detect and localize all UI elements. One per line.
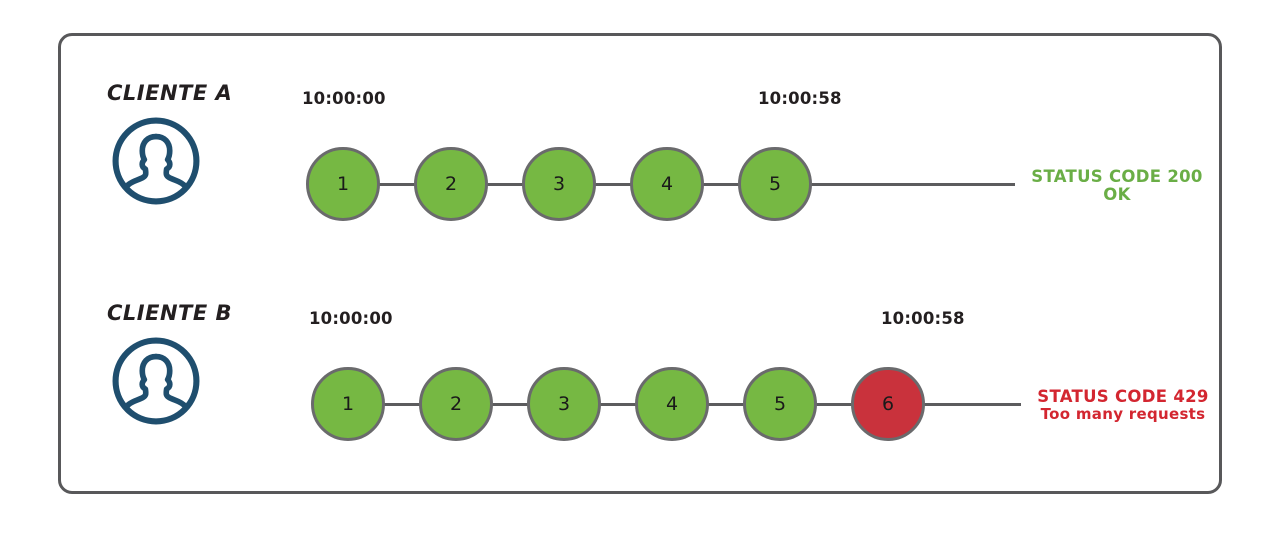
link-1-2	[380, 403, 422, 406]
client-b-end-time: 10:00:58	[881, 309, 965, 328]
request-node-rate-limited[interactable]: 6	[851, 367, 925, 441]
link-3-4	[596, 403, 638, 406]
user-avatar-icon	[109, 334, 203, 428]
request-node[interactable]: 2	[414, 147, 488, 221]
user-avatar-icon	[109, 114, 203, 208]
request-node[interactable]: 1	[311, 367, 385, 441]
client-b-status-badge: STATUS CODE 429 Too many requests	[1023, 387, 1223, 424]
request-node[interactable]: 2	[419, 367, 493, 441]
client-a-label: CLIENTE A	[107, 81, 233, 105]
client-a-tail-line	[803, 183, 1015, 186]
link-4-5	[704, 403, 746, 406]
link-3-4	[591, 183, 633, 186]
request-node[interactable]: 4	[635, 367, 709, 441]
status-text-line: Too many requests	[1040, 405, 1206, 424]
status-code-line: STATUS CODE 429	[1037, 387, 1209, 406]
link-1-2	[375, 183, 417, 186]
request-node[interactable]: 4	[630, 147, 704, 221]
request-node[interactable]: 5	[743, 367, 817, 441]
client-b-tail-line	[916, 403, 1021, 406]
link-2-3	[488, 403, 530, 406]
client-b-label: CLIENTE B	[107, 301, 233, 325]
link-5-6	[812, 403, 854, 406]
link-4-5	[699, 183, 741, 186]
request-node[interactable]: 3	[527, 367, 601, 441]
diagram-frame: CLIENTE A 10:00:00 10:00:58 1 2 3 4 5 ST…	[58, 33, 1222, 494]
link-2-3	[483, 183, 525, 186]
client-a-end-time: 10:00:58	[758, 89, 842, 108]
client-a-start-time: 10:00:00	[302, 89, 386, 108]
request-node[interactable]: 5	[738, 147, 812, 221]
client-b-start-time: 10:00:00	[309, 309, 393, 328]
request-node[interactable]: 1	[306, 147, 380, 221]
status-code-line: STATUS CODE 200	[1031, 167, 1203, 186]
status-text-line: OK	[1103, 185, 1131, 205]
client-a-status-badge: STATUS CODE 200 OK	[1022, 167, 1212, 205]
request-node[interactable]: 3	[522, 147, 596, 221]
